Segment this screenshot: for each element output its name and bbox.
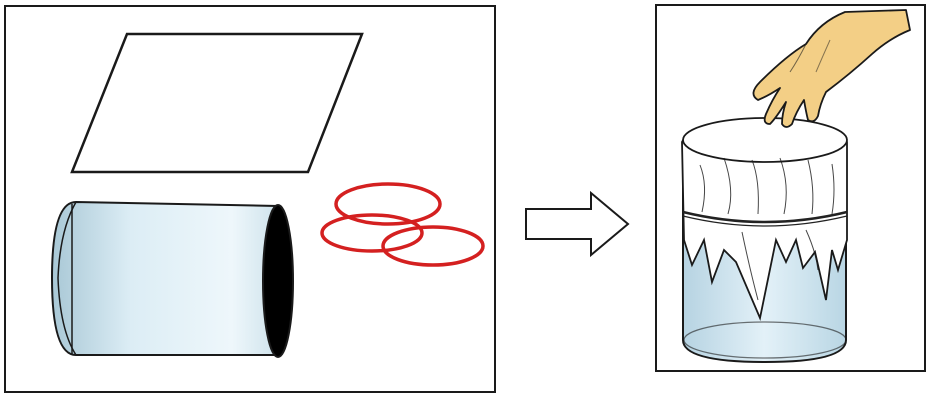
right-arrow <box>525 190 630 258</box>
paper-top <box>682 117 848 163</box>
paper-sheet <box>70 32 364 174</box>
rubber-band <box>334 182 442 226</box>
rubber-band <box>320 213 424 253</box>
can-opening <box>262 204 294 358</box>
cylinder-can <box>50 200 294 358</box>
paper-covered-can <box>681 117 848 364</box>
rubber-band <box>381 225 485 267</box>
hand <box>752 9 911 128</box>
rubber-bands <box>320 182 485 267</box>
rubber-band-tie <box>682 210 848 224</box>
